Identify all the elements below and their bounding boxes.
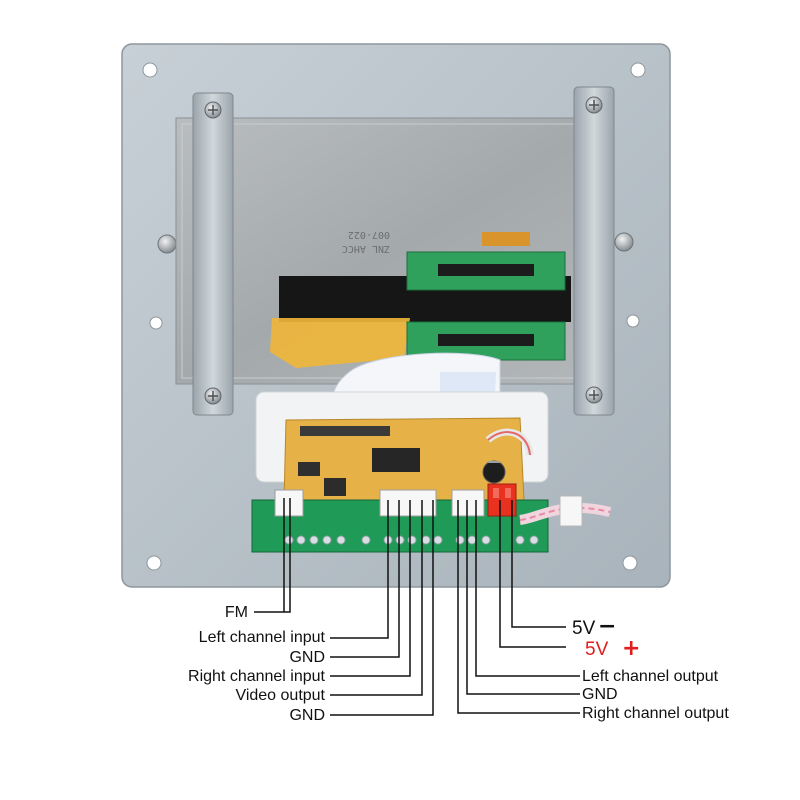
leader-left-channel-input [330,500,389,639]
connector-fm [274,489,304,517]
mounting-hole-mid-right [626,314,640,328]
mounting-hole-bottom-right [622,555,638,571]
bracket-left [192,92,234,416]
leader-video-output [330,500,423,696]
secondary-chip [324,478,346,496]
label-left-channel-input: Left channel input [199,629,326,646]
ffc-connector [300,426,390,436]
label-right-channel-output: Right channel output [582,705,729,722]
standoff-right [614,232,634,252]
module-marking-line1: ZNL AHCC [342,243,390,254]
leader-gnd-2 [330,500,434,716]
leader-power-positive [499,500,566,648]
standoff-left [157,234,177,254]
label-power-negative: 5V [572,618,596,639]
main-board [255,391,549,503]
leader-right-channel-output [457,500,580,714]
main-chip [372,448,420,472]
mounting-hole-mid-left [149,316,163,330]
leader-right-channel-input [330,500,411,677]
connector-audio-output [451,489,485,517]
label-fm: FM [225,604,248,621]
connector-audio-input [379,489,437,517]
display-module: ZNL AHCC 007-022 [175,117,611,445]
mounting-hole-bottom-left [146,555,162,571]
label-gnd-1: GND [289,649,325,666]
module-marking-line2: 007-022 [348,229,390,240]
plus-sign: + [622,636,640,661]
right-labels: Left channel output GND Right channel ou… [582,668,729,722]
mounting-hole-top-right [630,62,646,78]
leader-left-channel-output [475,500,580,677]
leader-power-negative [511,500,566,628]
leader-gnd-3 [466,500,580,695]
leader-fm [254,498,291,613]
label-left-channel-output: Left channel output [582,668,719,685]
minus-sign: − [598,614,616,639]
output-plug [559,495,583,527]
electrolytic-capacitor [482,460,506,484]
bracket-right [573,86,615,416]
label-gnd-3: GND [582,686,618,703]
left-labels: FM Left channel input GND Right channel … [188,604,326,724]
terminal-board [251,483,612,553]
label-power-positive: 5V [585,639,609,660]
kapton-tape-left [270,318,410,368]
label-right-channel-input: Right channel input [188,668,326,685]
small-chip [298,462,320,476]
leader-gnd-1 [330,500,400,658]
label-video-output: Video output [235,687,325,704]
kapton-tape-top [482,232,530,246]
label-gnd-2: GND [289,707,325,724]
leader-lines [254,498,580,716]
mounting-hole-top-left [142,62,158,78]
power-labels: 5V − 5V + [572,614,640,661]
